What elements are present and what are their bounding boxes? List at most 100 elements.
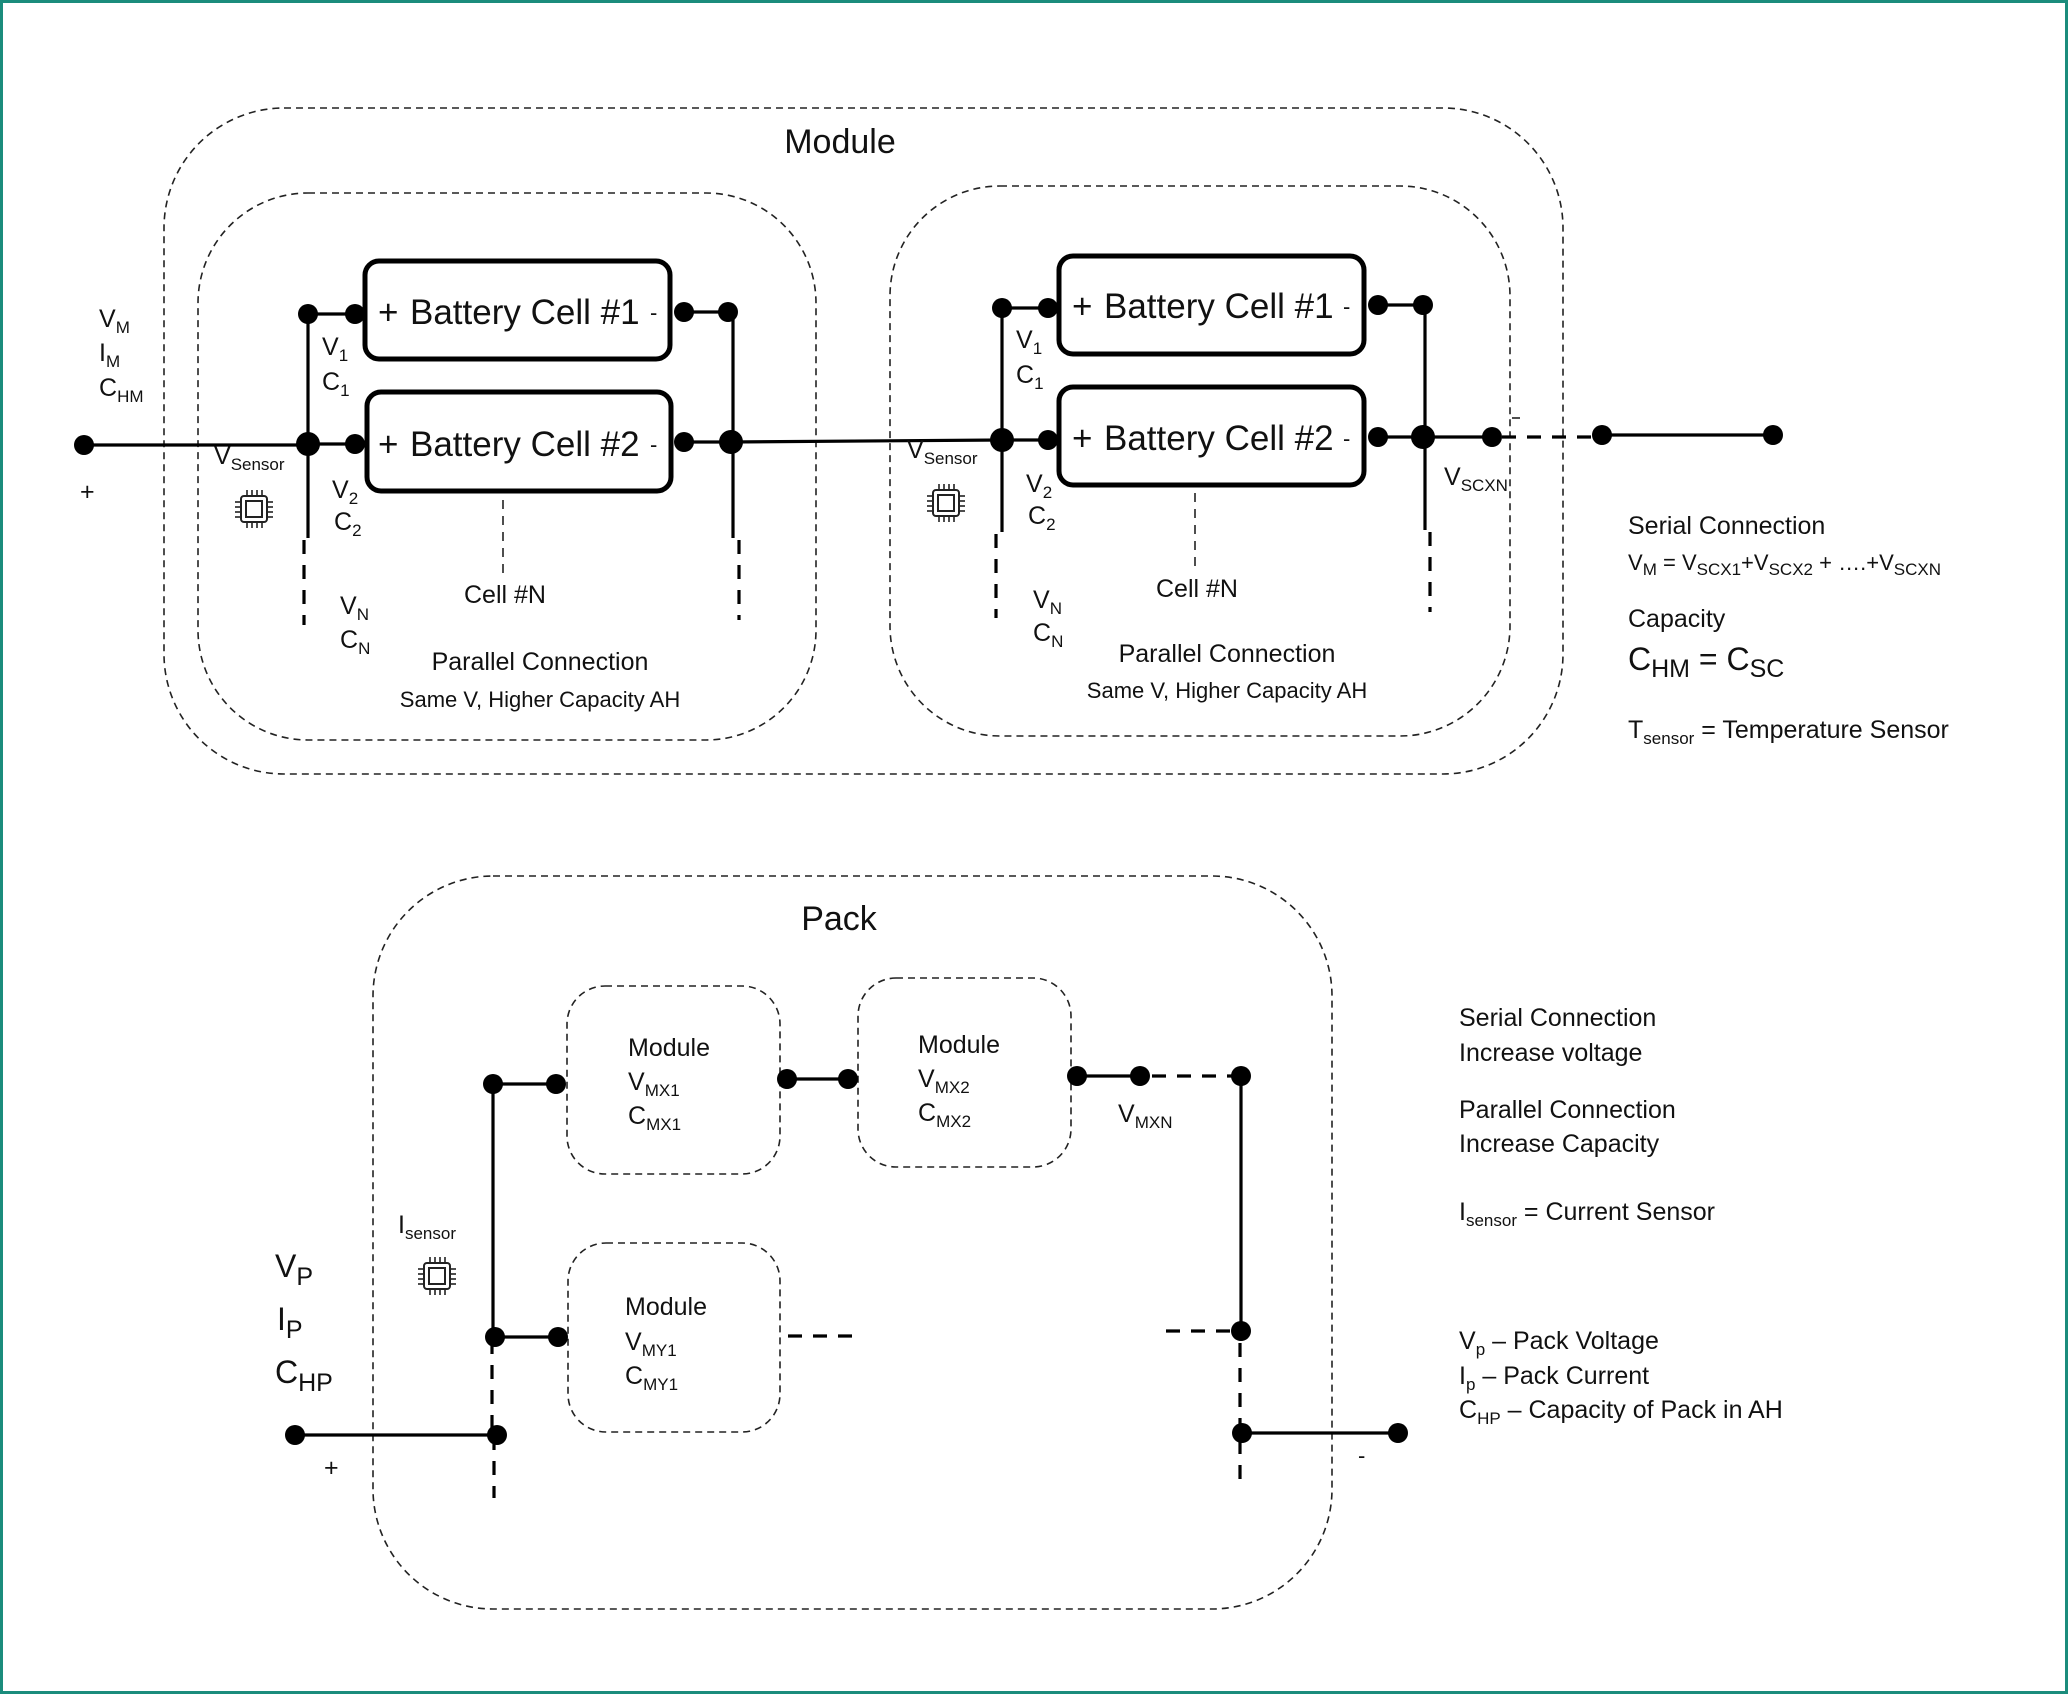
pack-node [485, 1327, 505, 1347]
parallel-group-1-boundary [197, 192, 817, 741]
module-section: Module VM IM CHM + + Battery Cell #1 - + [74, 107, 1949, 775]
g1-cell-1-label: Battery Cell #1 [410, 293, 640, 332]
module-output-node [1592, 425, 1612, 445]
pack-module-mx1[interactable] [566, 985, 781, 1175]
g2-node [1411, 425, 1435, 449]
pack-module-mx1-c: CMX1 [628, 1102, 681, 1134]
g2-cell-1-minus: - [1343, 294, 1350, 319]
g1-vn-label: VN [340, 592, 369, 624]
module-capacity-formula: CHM = CSC [1628, 641, 1784, 683]
g2-cell-1-plus: + [1072, 287, 1092, 326]
pack-parallel-desc: Increase Capacity [1459, 1130, 1660, 1158]
pack-serial-desc: Increase voltage [1459, 1039, 1642, 1067]
pack-node [487, 1425, 507, 1445]
pack-vp-label: VP [275, 1248, 313, 1291]
pack-vmxn-label: VMXN [1118, 1100, 1172, 1132]
module-output-terminal[interactable] [1763, 425, 1783, 445]
g1-c2-label: C2 [334, 508, 362, 540]
g2-c2-label: C2 [1028, 502, 1056, 534]
pack-isensor-label: Isensor [398, 1211, 456, 1243]
module-input-terminal[interactable] [74, 435, 94, 455]
g2-vsensor-label: VSensor [907, 436, 978, 468]
pack-minus-label: - [1358, 1443, 1365, 1468]
g2-cell-n-label: Cell #N [1156, 575, 1238, 603]
module-serial-formula: VM = VSCX1+VSCX2 + ….+VSCXN [1628, 550, 1941, 579]
pack-serial-title: Serial Connection [1459, 1004, 1656, 1032]
module-chm-label: CHM [99, 374, 144, 406]
pack-module-mx1-label: Module [628, 1034, 710, 1062]
pack-section: Pack Module VMX1 CMX1 Module VMX2 CMX2 M… [275, 875, 1783, 1610]
g1-v1-label: V1 [322, 333, 348, 365]
g2-caption: Parallel Connection [1119, 640, 1336, 668]
pack-node [1231, 1066, 1251, 1086]
g2-node [990, 428, 1014, 452]
g1-battery-cell-2[interactable] [364, 389, 674, 494]
pack-module-mx2[interactable] [857, 977, 1072, 1168]
pack-node [546, 1074, 566, 1094]
pack-chp-label: CHP [275, 1354, 333, 1397]
g2-battery-cell-2[interactable] [1056, 384, 1367, 488]
g1-cell-1-plus: + [378, 293, 398, 332]
pack-node [1067, 1066, 1087, 1086]
g1-node [674, 302, 694, 322]
pack-isensor-note: Isensor = Current Sensor [1459, 1198, 1715, 1230]
g1-cn-label: CN [340, 626, 370, 658]
g2-node [1413, 295, 1433, 315]
pack-node [777, 1069, 797, 1089]
parallel-group-2: + Battery Cell #1 - + Battery Cell #2 - … [907, 253, 1508, 703]
pack-output-terminal[interactable] [1388, 1423, 1408, 1443]
g1-cell-2-label: Battery Cell #2 [410, 425, 640, 464]
pack-node [483, 1074, 503, 1094]
g2-vscxn-label: VSCXN [1444, 463, 1508, 495]
g2-v2-label: V2 [1026, 470, 1052, 502]
g2-battery-cell-1[interactable] [1056, 253, 1367, 357]
pack-node [548, 1327, 568, 1347]
g2-vn-label: VN [1033, 586, 1062, 618]
g1-node [718, 302, 738, 322]
pack-node [1232, 1423, 1252, 1443]
g2-node [1368, 295, 1388, 315]
g2-node [1038, 298, 1058, 318]
module-vm-label: VM [99, 305, 130, 337]
pack-module-my1-c: CMY1 [625, 1362, 678, 1394]
g1-caption: Parallel Connection [432, 648, 649, 676]
module-inter-group-wire [730, 438, 1003, 444]
g1-node [296, 432, 320, 456]
pack-module-my1[interactable] [567, 1242, 781, 1433]
g1-v2-label: V2 [332, 476, 358, 508]
pack-module-my1-v: VMY1 [625, 1328, 677, 1360]
g1-cell-1-minus: - [650, 300, 657, 325]
pack-title: Pack [801, 900, 878, 938]
g1-cell-2-plus: + [378, 425, 398, 464]
pack-ip-label: IP [277, 1301, 303, 1344]
pack-node [838, 1069, 858, 1089]
g1-cell-2-minus: - [650, 432, 657, 457]
g2-node [1368, 427, 1388, 447]
pack-module-mx2-c: CMX2 [918, 1099, 971, 1131]
g2-c1-label: C1 [1016, 361, 1044, 393]
g1-c1-label: C1 [322, 368, 350, 400]
g1-vsensor-label: VSensor [214, 442, 285, 474]
pack-node [1130, 1066, 1150, 1086]
g1-subcaption: Same V, Higher Capacity AH [400, 687, 680, 712]
pack-legend-ip: Ip – Pack Current [1459, 1362, 1649, 1394]
g2-voltage-sensor-chip-icon [926, 483, 966, 523]
pack-module-mx2-label: Module [918, 1031, 1000, 1059]
pack-current-sensor-chip-icon [417, 1256, 457, 1296]
pack-notes: Serial Connection Increase voltage Paral… [1459, 1004, 1783, 1428]
pack-boundary [372, 875, 1333, 1610]
g2-subcaption: Same V, Higher Capacity AH [1087, 678, 1367, 703]
pack-legend-chp: CHP – Capacity of Pack in AH [1459, 1396, 1783, 1428]
module-notes: Serial Connection VM = VSCX1+VSCX2 + ….+… [1628, 512, 1949, 748]
pack-module-my1-label: Module [625, 1293, 707, 1321]
g1-battery-cell-1[interactable] [362, 258, 673, 362]
g1-node [298, 304, 318, 324]
module-capacity-title: Capacity [1628, 605, 1726, 633]
pack-input-terminal[interactable] [285, 1425, 305, 1445]
g1-voltage-sensor-chip-icon [234, 489, 274, 529]
g2-cell-2-label: Battery Cell #2 [1104, 419, 1334, 458]
g1-cell-n-label: Cell #N [464, 581, 546, 609]
module-serial-title: Serial Connection [1628, 512, 1825, 540]
module-tsensor-note: Tsensor = Temperature Sensor [1628, 716, 1949, 748]
